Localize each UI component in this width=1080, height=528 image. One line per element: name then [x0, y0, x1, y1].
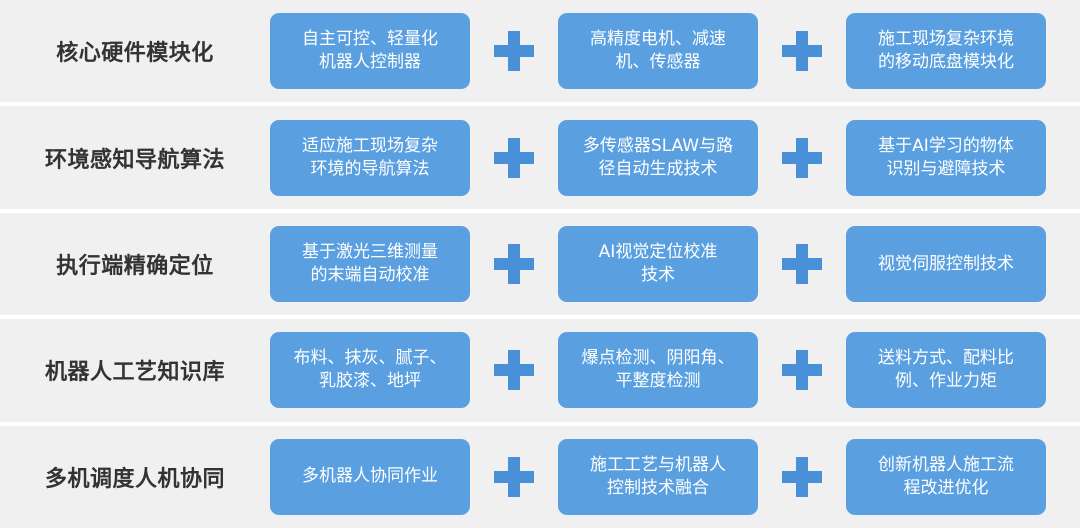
capability-box: 适应施工现场复杂 环境的导航算法: [270, 119, 470, 196]
row-title: 环境感知导航算法: [44, 147, 225, 173]
capability-box: 创新机器人施工流 程改进优化: [846, 438, 1046, 515]
row-knowledge-base: 机器人工艺知识库 布料、抹灰、腻子、 乳胶漆、地坪 爆点检测、阴阳角、 平整度检…: [0, 319, 1080, 422]
row-positioning: 执行端精确定位 基于激光三维测量 的末端自动校准 AI视觉定位校准 技术 视觉伺…: [0, 212, 1080, 316]
capability-box: 多传感器SLAW与路 径自动生成技术: [558, 119, 758, 196]
row-title: 多机调度人机协同: [44, 466, 225, 492]
plus-icon: [470, 439, 558, 515]
plus-icon: [758, 332, 846, 408]
capability-box: 视觉伺服控制技术: [846, 226, 1046, 303]
row-core-hardware: 核心硬件模块化 自主可控、轻量化 机器人控制器 高精度电机、减速 机、传感器 施…: [0, 0, 1080, 103]
plus-icon: [470, 226, 558, 302]
capability-box: AI视觉定位校准 技术: [558, 226, 758, 303]
row-navigation: 环境感知导航算法 适应施工现场复杂 环境的导航算法 多传感器SLAW与路 径自动…: [0, 106, 1080, 209]
plus-icon: [758, 226, 846, 302]
capability-box: 施工工艺与机器人 控制技术融合: [558, 438, 758, 515]
capability-box: 基于激光三维测量 的末端自动校准: [270, 226, 470, 303]
capability-box: 高精度电机、减速 机、传感器: [558, 13, 758, 90]
capability-box: 施工现场复杂环境 的移动底盘模块化: [846, 13, 1046, 90]
row-title: 核心硬件模块化: [56, 41, 214, 67]
row-collaboration: 多机调度人机协同 多机器人协同作业 施工工艺与机器人 控制技术融合 创新机器人施…: [0, 425, 1080, 528]
row-title: 执行端精确定位: [56, 254, 214, 280]
plus-icon: [470, 332, 558, 408]
plus-icon: [470, 120, 558, 196]
capability-box: 多机器人协同作业: [270, 438, 470, 515]
plus-icon: [758, 120, 846, 196]
capability-box: 自主可控、轻量化 机器人控制器: [270, 13, 470, 90]
plus-icon: [470, 13, 558, 89]
capability-box: 送料方式、配料比 例、作业力矩: [846, 332, 1046, 409]
capability-box: 爆点检测、阴阳角、 平整度检测: [558, 332, 758, 409]
capability-box: 布料、抹灰、腻子、 乳胶漆、地坪: [270, 332, 470, 409]
plus-icon: [758, 439, 846, 515]
row-title: 机器人工艺知识库: [44, 360, 225, 386]
plus-icon: [758, 13, 846, 89]
capability-box: 基于AI学习的物体 识别与避障技术: [846, 119, 1046, 196]
